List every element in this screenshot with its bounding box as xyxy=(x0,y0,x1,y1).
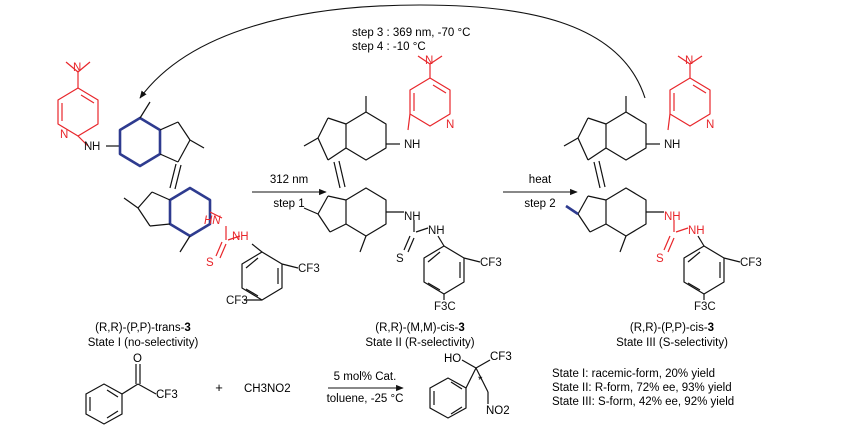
mol2-n-dmap: N xyxy=(425,55,433,67)
mol1-cf3-b: CF3 xyxy=(226,295,248,307)
mol1-nh: NH xyxy=(232,231,249,243)
mol3-f3c: F3C xyxy=(694,301,716,313)
state-3-label: State III (S-selectivity) xyxy=(616,337,728,349)
mol3-nh-amine: N xyxy=(664,139,672,151)
conditions-below: toluene, -25 °C xyxy=(327,393,404,405)
mol1-n-pyridine: N xyxy=(60,129,68,141)
molecule-state-3: N N N H NH S NH xyxy=(563,55,762,313)
step4-text: step 4 : -10 °C xyxy=(352,41,426,53)
product-ho: HO xyxy=(444,353,461,365)
nitroaldol-product xyxy=(429,359,491,419)
mol2-cf3: CF3 xyxy=(480,257,502,269)
product-stereo: * xyxy=(478,375,483,387)
state-1-label: State I (no-selectivity) xyxy=(88,337,199,349)
mol2-s: S xyxy=(396,253,404,265)
mol1-h-amine: H xyxy=(92,141,100,153)
mol3-nh-thio: NH xyxy=(664,211,681,223)
state-2-label: State II (R-selectivity) xyxy=(365,337,474,349)
mol1-nh-amine: N xyxy=(84,141,92,153)
state-3-compound: (R,R)-(P,P)-cis-3 xyxy=(630,322,714,334)
mol2-nh-amine: N xyxy=(404,139,412,151)
mol2-f3c: F3C xyxy=(434,301,456,313)
ketone-cf3: CF3 xyxy=(156,389,178,401)
state-2-compound: (R,R)-(M,M)-cis-3 xyxy=(375,322,464,334)
step1-below: step 1 xyxy=(273,198,304,210)
step3-text: step 3 : 369 nm, -70 °C xyxy=(352,27,470,39)
mol1-n-dmap: N xyxy=(73,62,81,74)
ketone-o: O xyxy=(133,353,142,365)
mol2-nh-thio: NH xyxy=(404,211,421,223)
mol2-n-pyridine: N xyxy=(446,119,454,131)
product-no2: NO2 xyxy=(486,405,510,417)
conditions-above: 5 mol% Cat. xyxy=(334,371,397,383)
state-3-caption: (R,R)-(P,P)-cis-3 State III (S-selectivi… xyxy=(616,322,728,349)
mol3-cf3: CF3 xyxy=(740,257,762,269)
mol3-s: S xyxy=(656,253,664,265)
mol3-h-amine: H xyxy=(672,139,680,151)
molecule-state-2: N N N H NH S NH xyxy=(303,55,502,313)
result-state-1: State I: racemic-form, 20% yield xyxy=(552,368,715,380)
result-state-3: State III: S-form, 42% ee, 92% yield xyxy=(552,396,734,408)
step2-below: step 2 xyxy=(524,198,555,210)
mol1-s: S xyxy=(206,257,214,269)
step2-above: heat xyxy=(529,174,552,186)
mol2-h-amine: H xyxy=(412,139,420,151)
nitromethane: CH3NO2 xyxy=(244,383,291,395)
state-2-caption: (R,R)-(M,M)-cis-3 State II (R-selectivit… xyxy=(365,322,474,349)
mol1-hn: HN xyxy=(204,215,221,227)
result-state-2: State II: R-form, 72% ee, 93% yield xyxy=(552,382,732,394)
mol2-nh: NH xyxy=(428,225,445,237)
trifluoroacetophenone xyxy=(85,364,157,425)
results-block: State I: racemic-form, 20% yield State I… xyxy=(552,368,734,408)
mol3-n-pyridine: N xyxy=(706,119,714,131)
product-cf3: CF3 xyxy=(490,351,512,363)
molecule-state-1: N N N H xyxy=(57,61,320,307)
mol1-cf3-a: CF3 xyxy=(298,263,320,275)
mol3-nh: NH xyxy=(688,225,705,237)
mol3-n-dmap: N xyxy=(685,55,693,67)
curved-return-arrow xyxy=(139,4,646,99)
state-1-caption: (R,R)-(P,P)-trans-3 State I (no-selectiv… xyxy=(88,322,199,349)
step1-above: 312 nm xyxy=(270,174,308,186)
state-1-compound: (R,R)-(P,P)-trans-3 xyxy=(95,322,191,334)
plus-sign: + xyxy=(215,380,223,395)
